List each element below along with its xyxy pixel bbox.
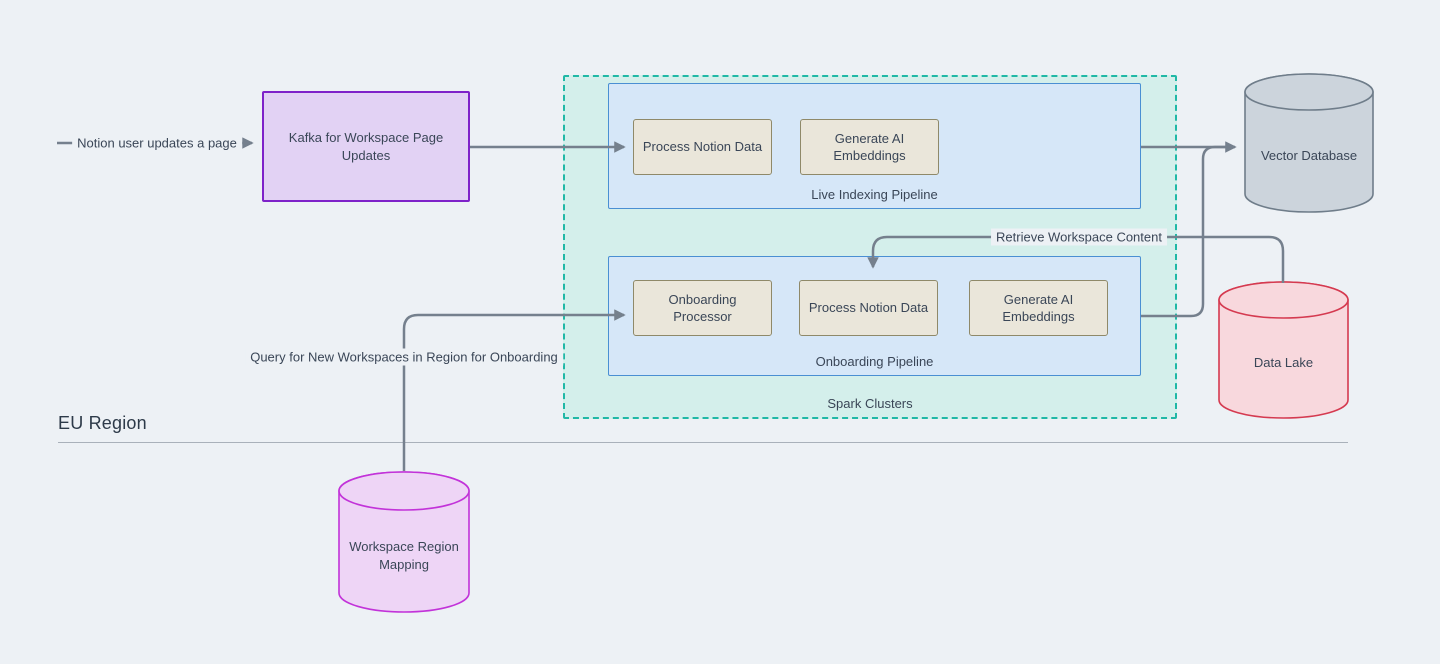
database-cylinder-icon [338, 471, 470, 613]
node-label: Data Lake [1253, 354, 1314, 370]
node-workspace-region-mapping: Workspace Region Mapping [338, 471, 470, 614]
node-label: Vector Database [1260, 147, 1358, 163]
node-label: Workspace Region Mapping [349, 539, 459, 572]
node-generate-ai-embeddings-onboarding: Generate AI Embeddings [969, 280, 1108, 336]
node-kafka-workspace-page-updates: Kafka for Workspace Page Updates [262, 91, 470, 202]
node-onboarding-processor: Onboarding Processor [633, 280, 772, 336]
node-vector-database: Vector Database [1244, 73, 1374, 214]
node-data-lake: Data Lake [1218, 281, 1349, 420]
region-label: EU Region [58, 413, 147, 433]
node-label: Generate AI Embeddings [1002, 291, 1075, 324]
node-label: Process Notion Data [808, 300, 929, 316]
container-label: Spark Clusters [827, 396, 913, 411]
node-process-notion-data-onboarding: Process Notion Data [799, 280, 938, 336]
node-label: Generate AI Embeddings [833, 130, 906, 163]
container-label: Live Indexing Pipeline [811, 187, 938, 202]
node-generate-ai-embeddings-live: Generate AI Embeddings [800, 119, 939, 175]
node-process-notion-data-live: Process Notion Data [633, 119, 772, 175]
edge-label-notion-user-updates: Notion user updates a page [72, 134, 242, 152]
edge-label-retrieve-workspace-content: Retrieve Workspace Content [991, 228, 1167, 246]
container-label: Onboarding Pipeline [815, 354, 934, 369]
edge-label-query-new-workspaces: Query for New Workspaces in Region for O… [245, 348, 563, 366]
node-label: Process Notion Data [642, 139, 763, 155]
region-divider-line [58, 442, 1348, 443]
database-cylinder-icon [1244, 73, 1374, 213]
database-cylinder-icon [1218, 281, 1349, 419]
node-label: Onboarding Processor [668, 291, 737, 324]
node-label: Kafka for Workspace Page Updates [288, 130, 444, 163]
